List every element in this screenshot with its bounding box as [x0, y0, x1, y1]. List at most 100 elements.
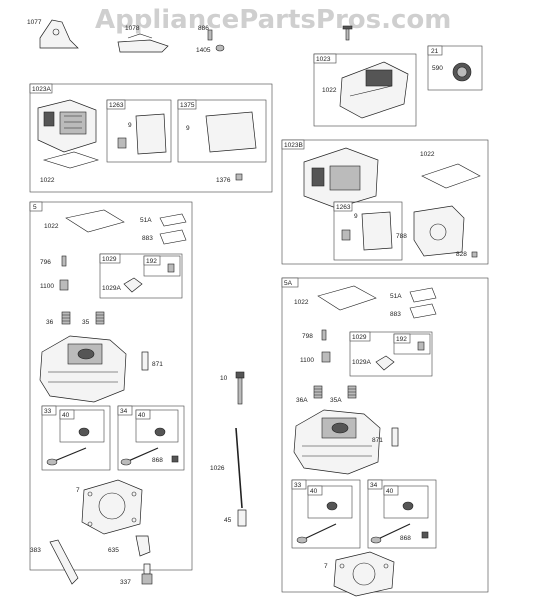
tag-40-d	[383, 485, 399, 496]
label-1029A: 1029A	[102, 285, 121, 292]
label-7-b: 7	[324, 563, 328, 570]
tag-40-d-text: 40	[386, 488, 394, 495]
bolt-part-10	[235, 371, 245, 405]
screw-part-828	[471, 251, 478, 258]
label-1022d: 1022	[294, 299, 309, 306]
valve-part-34	[120, 447, 159, 466]
box-1263-b	[333, 201, 403, 261]
box-1023B	[281, 139, 489, 265]
tag-40-b-text: 40	[138, 412, 146, 419]
tag-33-b	[291, 479, 307, 490]
label-35A: 35A	[330, 397, 342, 404]
label-36: 36	[46, 319, 54, 326]
tag-1263-b	[333, 201, 353, 212]
box-1029-a	[99, 253, 183, 299]
clip-part-a	[117, 137, 127, 149]
tag-1375	[177, 99, 197, 110]
tag-5A	[281, 277, 299, 288]
label-1078: 1078	[125, 25, 140, 32]
label-1100-b: 1100	[300, 357, 314, 364]
tag-1375-text: 1375	[180, 102, 195, 109]
gasket-part-883	[159, 229, 187, 245]
tag-5A-text: 5A	[284, 280, 293, 287]
spark-plug-337	[141, 563, 153, 585]
label-1077: 1077	[27, 19, 42, 26]
tag-1029-a	[99, 253, 121, 264]
box-33-a	[41, 405, 111, 471]
label-10: 10	[220, 375, 228, 382]
spring-part-35A	[347, 385, 357, 399]
seal-part-40c	[326, 501, 338, 511]
gasket-1022b	[421, 163, 481, 189]
box-40-a	[59, 409, 105, 443]
label-51A-b: 51A	[390, 293, 402, 300]
screw-part-798	[321, 329, 327, 341]
breather-part-1029A	[123, 277, 143, 293]
breather-part-590	[452, 62, 472, 82]
tag-192-b-text: 192	[396, 336, 407, 343]
label-635: 635	[108, 547, 119, 554]
label-9c: 9	[354, 213, 358, 220]
label-788: 788	[396, 233, 407, 240]
bracket-part-1078	[117, 33, 169, 53]
box-192-a	[143, 255, 181, 277]
screw-part-796	[61, 255, 67, 267]
tag-1023B-text: 1023B	[284, 142, 303, 149]
box-40-c	[307, 485, 353, 519]
label-798: 798	[302, 333, 313, 340]
label-886: 886	[198, 25, 209, 32]
label-45: 45	[224, 517, 232, 524]
label-868: 868	[152, 457, 163, 464]
label-1022a: 1022	[40, 177, 55, 184]
tag-1029-b	[349, 331, 371, 342]
label-7: 7	[76, 487, 80, 494]
label-868-b: 868	[400, 535, 411, 542]
tag-1023B	[281, 139, 305, 150]
fitting-part-1100-b	[321, 351, 331, 363]
gasket-1022c	[65, 209, 125, 233]
tag-1023	[313, 53, 337, 64]
tag-192-b	[393, 333, 411, 344]
gasket-part-51A	[159, 213, 187, 227]
box-5A	[281, 277, 489, 593]
spring-part-36A	[313, 385, 323, 399]
label-383: 383	[30, 547, 41, 554]
label-51A: 51A	[140, 217, 152, 224]
label-796: 796	[40, 259, 51, 266]
box-1023A	[29, 83, 273, 193]
pushrod-part-1026	[235, 427, 243, 509]
box-40-b	[135, 409, 179, 443]
label-871: 871	[152, 361, 163, 368]
seal-part-40a	[78, 427, 90, 437]
tag-1263-a	[106, 99, 126, 110]
fitting-part-1100	[59, 279, 69, 291]
label-35: 35	[82, 319, 90, 326]
valve-part-34-b	[370, 523, 411, 544]
screw-part-886	[207, 29, 213, 41]
label-1022c: 1022	[44, 223, 59, 230]
tag-40-a	[59, 409, 75, 420]
spring-part-35	[95, 311, 105, 325]
tag-192-a-text: 192	[146, 258, 157, 265]
tag-40-a-text: 40	[62, 412, 70, 419]
box-21	[427, 45, 483, 91]
box-33-b	[291, 479, 361, 549]
valve-part-33	[46, 447, 87, 466]
gasket-part-883-b	[409, 303, 437, 319]
label-1022b: 1022	[420, 151, 435, 158]
tag-1023-text: 1023	[316, 56, 331, 63]
spark-plug-boot-635	[135, 535, 151, 557]
box-5	[29, 201, 193, 571]
label-9b: 9	[186, 125, 190, 132]
seal-part-40b	[154, 427, 166, 437]
valve-part-33-b	[296, 523, 337, 544]
cap-part-868	[171, 455, 179, 463]
tag-40-c	[307, 485, 323, 496]
gasket-plate-788	[413, 205, 465, 257]
label-1022-cover: 1022	[322, 87, 337, 94]
box-192-b	[393, 333, 431, 355]
tag-34-a	[117, 405, 133, 416]
valve-part-192a	[167, 263, 175, 273]
head-gasket-7-b	[333, 551, 395, 597]
